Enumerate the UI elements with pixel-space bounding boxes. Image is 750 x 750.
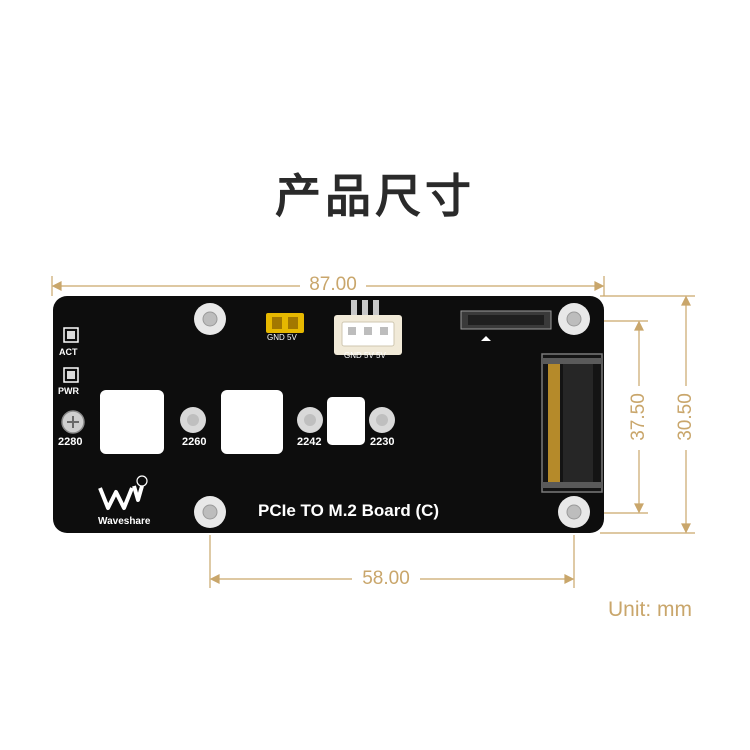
board-name: PCIe TO M.2 Board (C) [258, 501, 440, 520]
jst-connector [334, 300, 402, 355]
led-act [63, 327, 79, 343]
fpc-connector [460, 310, 552, 341]
unit-label: Unit: mm [608, 598, 692, 621]
width-dimension-label: 87.00 [309, 274, 357, 295]
waveshare-logo [98, 485, 144, 510]
m2-slot [541, 353, 603, 493]
led-label-pwr: PWR [58, 386, 79, 396]
led-label-act: ACT [59, 347, 78, 357]
mounting-hole-bottom-left [194, 496, 226, 528]
led-pwr [63, 367, 79, 383]
mounting-hole-bottom-right [558, 496, 590, 528]
mounting-hole-top-left [194, 303, 226, 335]
cutout-2242 [327, 397, 365, 445]
cutout-2260 [221, 390, 283, 454]
brand-label: Waveshare [98, 516, 151, 527]
size-label-2230: 2230 [370, 436, 395, 448]
size-label-2260: 2260 [182, 436, 207, 448]
hole-spacing-horizontal-label: 58.00 [362, 568, 410, 589]
connector-label: GND 5V 5V [344, 351, 386, 360]
size-label-2242: 2242 [297, 436, 322, 448]
cutout-2280 [100, 390, 164, 454]
power-header [266, 313, 304, 333]
mounting-hole-top-right [558, 303, 590, 335]
size-label-2280: 2280 [58, 436, 83, 448]
page-title: 产品尺寸 [275, 169, 475, 223]
header-label: GND 5V [267, 333, 297, 342]
